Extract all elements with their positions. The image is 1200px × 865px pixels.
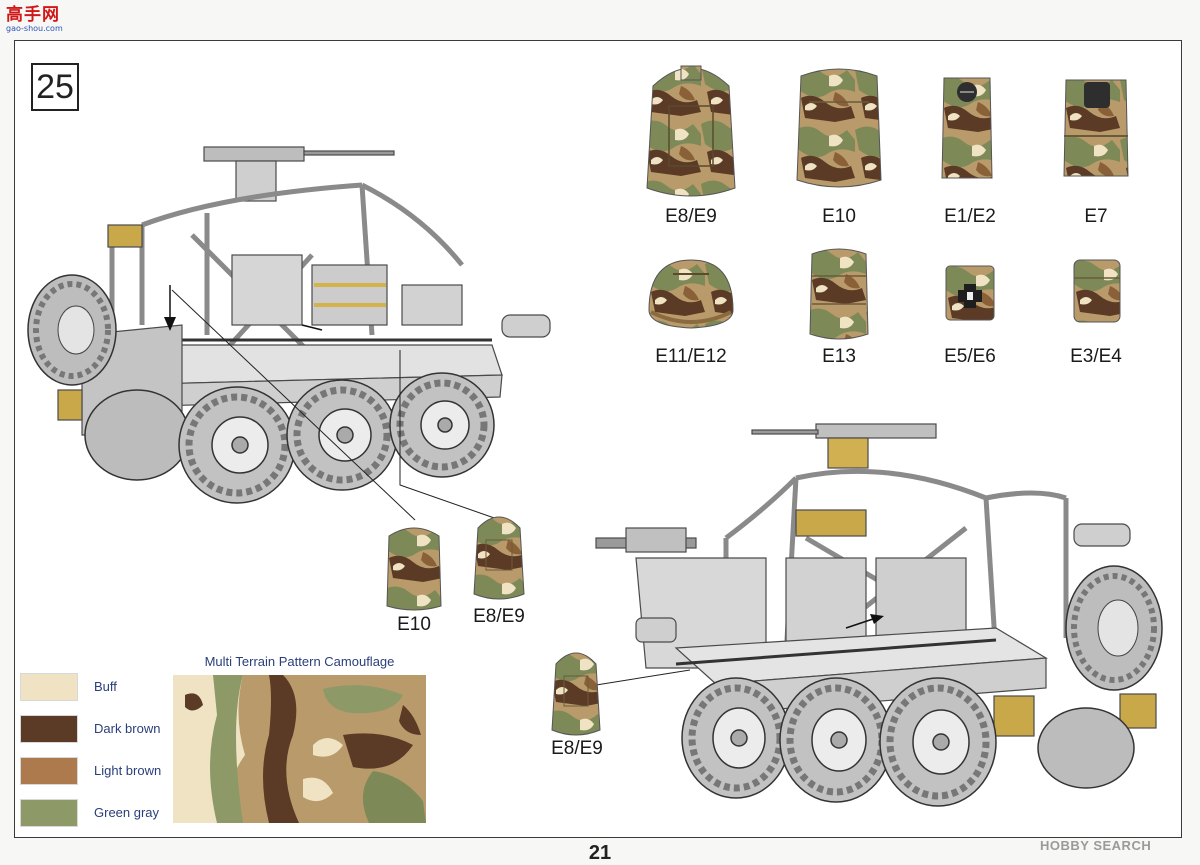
part-label-e5-e6: E5/E6 [944, 346, 996, 367]
site-logo-url: gao-shou.com [6, 24, 63, 33]
vehicle-rear-view [595, 423, 1163, 807]
camo-title: Multi Terrain Pattern Camouflage [204, 654, 395, 669]
part-helmet [648, 259, 734, 329]
callout-label-e10: E10 [397, 614, 431, 635]
wheel [779, 677, 893, 803]
swatch-green-gray [20, 799, 78, 827]
callout-part-e8-e9 [473, 516, 525, 600]
swatch-label-green-gray: Green gray [94, 805, 160, 820]
swatch-label-dark-brown: Dark brown [94, 721, 161, 736]
part-medic-pouch [945, 265, 995, 321]
swatch-label-buff: Buff [94, 679, 117, 694]
page-number: 21 [588, 842, 612, 864]
part-bedroll [809, 248, 869, 340]
part-label-e10: E10 [822, 206, 856, 227]
swatch-dark-brown [20, 715, 78, 743]
site-logo: 高手网 gao-shou.com [6, 6, 76, 40]
part-label-e11-e12: E11/E12 [655, 346, 727, 367]
wheel [286, 379, 398, 491]
vehicle-front-view [27, 146, 551, 504]
part-small-pouch [1073, 259, 1121, 323]
site-logo-text: 高手网 [6, 5, 60, 25]
callout-label-e8-e9-bottom: E8/E9 [551, 738, 603, 759]
wheel [681, 677, 791, 799]
swatch-light-brown [20, 757, 78, 785]
wheel [879, 677, 997, 807]
camo-sample [173, 675, 426, 823]
step-number: 25 [31, 63, 79, 111]
part-label-e8-e9: E8/E9 [665, 206, 717, 227]
part-label-e1-e2: E1/E2 [944, 206, 996, 227]
spare-tire [1065, 565, 1163, 691]
part-label-e7: E7 [1084, 206, 1108, 227]
swatch-label-light-brown: Light brown [94, 763, 162, 778]
spare-tire [27, 274, 117, 386]
part-label-e3-e4: E3/E4 [1070, 346, 1122, 367]
wheel [178, 386, 296, 504]
callout-part-e8-e9-bottom [551, 652, 601, 736]
callout-label-e8-e9: E8/E9 [473, 606, 525, 627]
part-hydration-pouch-e7 [1063, 79, 1129, 177]
part-label-e13: E13 [822, 346, 856, 367]
watermark-logo: HOBBY SEARCH [1040, 838, 1152, 853]
part-large-pack [646, 65, 736, 197]
swatch-buff [20, 673, 78, 701]
part-square-pack [796, 68, 882, 188]
callout-part-e10 [386, 527, 442, 611]
part-hydration-pouch-e1 [941, 77, 993, 179]
